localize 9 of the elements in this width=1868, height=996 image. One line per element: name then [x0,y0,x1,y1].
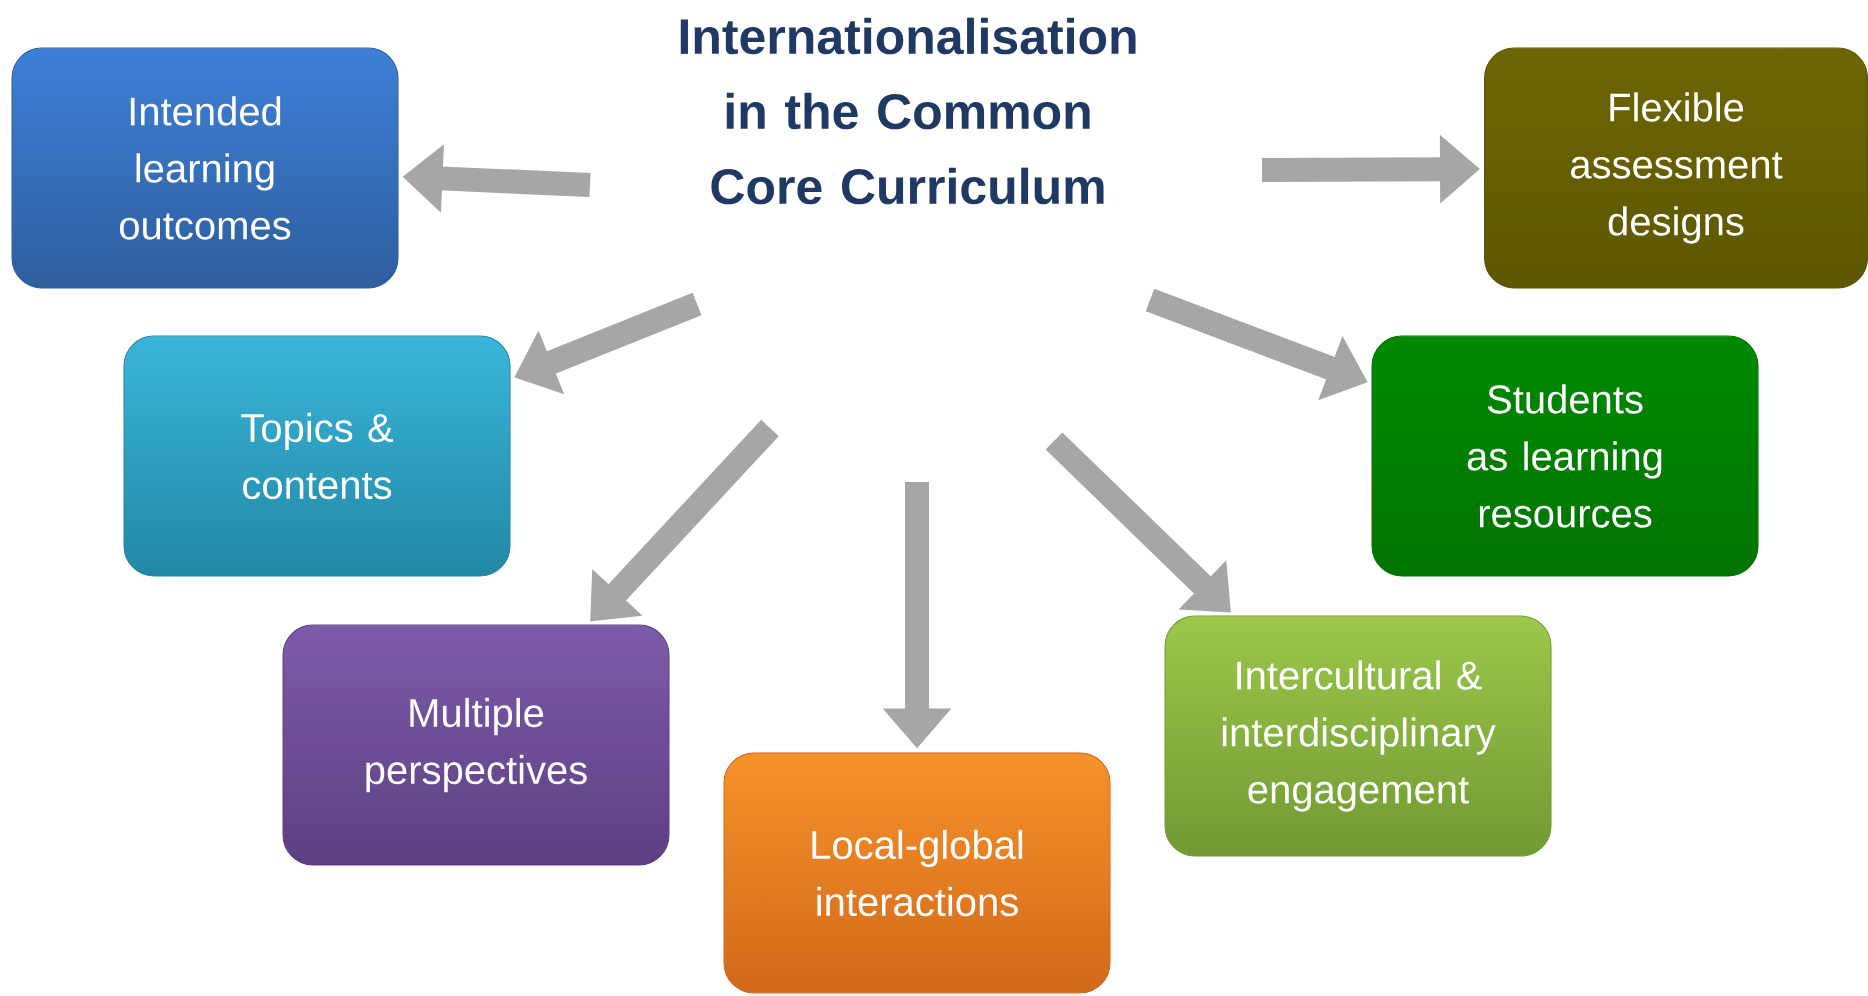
title: Internationalisation in the Common Core Curriculum [680,17,1136,205]
topic-box: Flexible assessment designs [1484,47,1868,289]
topic-box: Local-global interactions [723,752,1111,994]
topic-box: Intended learning outcomes [11,47,399,289]
topic-box: Topics & contents [123,335,511,577]
topic-box: Intercultural & interdisciplinary engagement [1164,615,1552,857]
topic-box: Students as learning resources [1371,335,1759,577]
block-arrow [1045,432,1231,613]
topic-box: Multiple perspectives [282,624,670,866]
